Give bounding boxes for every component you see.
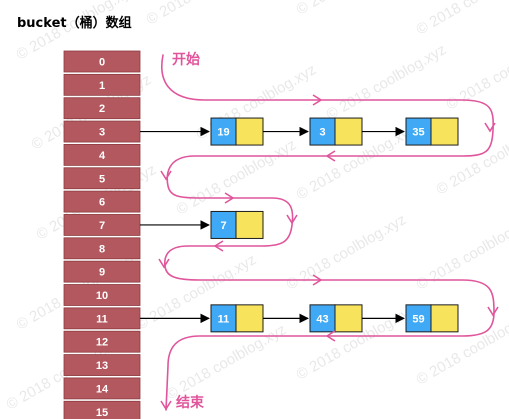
node-value-cell <box>334 304 363 333</box>
bucket-index-label: 8 <box>99 243 105 255</box>
bucket-index-label: 14 <box>96 383 109 395</box>
watermark-text: © 2018 coolblog.xyz <box>414 211 509 293</box>
traversal-arrowhead <box>312 274 323 286</box>
bucket-cell <box>63 237 141 260</box>
bucket-cell <box>63 97 141 120</box>
diagram-title: bucket（桶）数组 <box>17 15 132 31</box>
watermark-text: © 2018 coolblog.xyz <box>164 321 290 403</box>
bucket-cell <box>63 190 141 213</box>
bucket-index-label: 11 <box>96 313 108 325</box>
bucket-index-label: 10 <box>96 290 108 302</box>
bucket-index-label: 15 <box>96 407 108 419</box>
node-value-cell <box>430 117 459 146</box>
bucket-cell <box>63 354 141 376</box>
bucket-cell <box>63 284 141 306</box>
bucket-cell <box>63 400 141 419</box>
watermark-text: © 2018 coolblog.xyz <box>324 41 450 123</box>
end-label: 结束 <box>176 394 205 411</box>
node-value-cell <box>235 210 264 239</box>
watermark-text: © 2018 coolblog.xyz <box>414 0 509 38</box>
traversal-arrowhead <box>484 122 496 133</box>
node-key-cell <box>309 117 336 146</box>
traversal-arrowhead <box>487 306 499 317</box>
node-key-label: 19 <box>217 127 229 139</box>
watermark-text: © 2018 coolblog.xyz <box>144 0 270 28</box>
list-node: 7 <box>210 210 264 239</box>
list-node: 19 <box>210 117 264 146</box>
node-value-cell <box>235 117 264 146</box>
node-key-label: 59 <box>412 313 424 325</box>
node-value-cell <box>334 117 363 146</box>
list-node: 35 <box>405 117 459 146</box>
bucket-cell <box>63 143 141 166</box>
traversal-arrowhead <box>213 240 224 252</box>
bucket-index-label: 3 <box>99 127 105 139</box>
bucket-cell <box>63 260 141 283</box>
traversal-arrowhead <box>286 214 298 225</box>
node-value-cell <box>430 304 459 333</box>
traversal-arrowhead <box>160 400 172 411</box>
traversal-arrowhead <box>325 150 336 162</box>
bucket-index-label: 4 <box>99 150 106 162</box>
traversal-arrowhead <box>224 192 235 204</box>
bucket-index-label: 2 <box>99 103 105 115</box>
watermark-text: © 2018 coolblog.xyz <box>174 136 300 218</box>
watermark-text: © 2018 coolblog.xyz <box>294 0 420 18</box>
bucket-cell <box>63 73 141 96</box>
bucket-index-label: 13 <box>96 360 108 372</box>
bucket-index-label: 0 <box>99 57 105 69</box>
traversal-arrowhead <box>325 330 336 342</box>
list-node: 3 <box>309 117 363 146</box>
node-key-cell <box>309 304 336 333</box>
bucket-index-label: 7 <box>99 220 105 232</box>
node-key-cell <box>210 304 237 333</box>
watermark-text: © 2018 coolblog.xyz <box>284 211 410 293</box>
start-label: 开始 <box>172 51 200 68</box>
traversal-arrowhead <box>160 170 172 181</box>
list-node: 59 <box>405 304 459 333</box>
node-key-cell <box>405 117 432 146</box>
bucket-index-label: 9 <box>99 267 105 279</box>
bucket-cell <box>63 167 141 190</box>
traversal-arrowhead <box>158 258 170 269</box>
list-node: 43 <box>309 304 363 333</box>
bucket-cell <box>63 330 141 353</box>
bucket-index-label: 1 <box>99 80 105 92</box>
traversal-arrowhead <box>312 94 323 106</box>
node-key-label: 11 <box>218 313 230 325</box>
node-key-label: 43 <box>316 313 328 325</box>
bucket-cell <box>63 50 141 73</box>
node-key-label: 35 <box>412 127 424 139</box>
linked-lists: 19 3 35 7 11 43 59 <box>140 117 459 333</box>
node-key-label: 7 <box>220 220 226 232</box>
bucket-index-label: 12 <box>96 337 108 349</box>
node-key-cell <box>405 304 432 333</box>
node-value-cell <box>235 304 264 333</box>
bucket-index-label: 5 <box>99 173 105 185</box>
list-node: 11 <box>210 304 264 333</box>
bucket-index-label: 6 <box>99 197 105 209</box>
bucket-cell <box>63 377 141 400</box>
node-key-label: 3 <box>319 127 325 139</box>
